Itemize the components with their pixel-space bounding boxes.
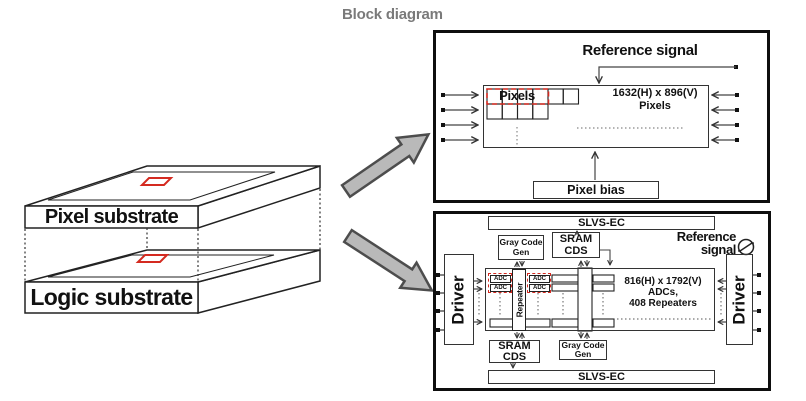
slvs-ec-top-box: SLVS-EC (488, 216, 715, 230)
reference-signal-label-bottom: Reference signal (666, 229, 737, 257)
repeater-label: Repeater (514, 282, 524, 318)
bottom-left-io-dots (436, 273, 444, 332)
top-right-input-arrows (712, 93, 739, 142)
adc-array-size-line2: ADCs, (647, 287, 678, 298)
gray-code-gen-top-line1: Gray Code (499, 237, 543, 247)
arrow-to-bottom-diagram-icon (342, 228, 435, 292)
adc-array-size-label: 816(H) x 1792(V) ADCs, 408 Repeaters (612, 276, 714, 309)
arrow-to-top-diagram-icon (340, 132, 431, 199)
gray-code-gen-bottom-box: Gray Code Gen (559, 340, 607, 360)
driver-right-box: Driver (726, 254, 753, 345)
adc-cell: ADC (490, 275, 511, 283)
adc-array-size-line3: 408 Repeaters (629, 298, 697, 309)
sram-cds-bottom-line1: SRAM (498, 339, 531, 352)
pixel-substrate-label: Pixel substrate (44, 205, 179, 228)
pixel-substrate-slab (24, 164, 321, 230)
adc-array-size-line1: 816(H) x 1792(V) (624, 276, 702, 287)
driver-right-label: Driver (729, 274, 749, 325)
sram-cds-top-box: SRAM CDS (552, 232, 600, 258)
adc-highlight-box-right (527, 273, 551, 293)
reference-signal-label-top: Reference signal (582, 42, 698, 59)
logic-substrate-label: Logic substrate (30, 284, 193, 310)
bottom-left-driver-arrows (474, 281, 482, 322)
slvs-ec-bottom-box: SLVS-EC (488, 370, 715, 384)
pixel-pad-icon (139, 177, 174, 186)
adc-cell: ADC (529, 275, 550, 283)
logic-substrate-slab (24, 249, 321, 314)
reference-signal-line1: Reference (676, 229, 737, 244)
reference-signal-line-top (599, 65, 738, 83)
vertical-connector-arrows (513, 231, 610, 368)
adc-cell: ADC (490, 284, 511, 292)
pixel-array-size-label: 1632(H) x 896(V) Pixels (598, 87, 712, 113)
pixel-array-box (483, 85, 709, 148)
sram-cds-top-line1: SRAM (559, 233, 593, 245)
pixel-substrate-block-diagram (433, 30, 770, 203)
page-title: Block diagram (342, 6, 443, 23)
reference-signal-line2: signal (700, 242, 737, 257)
top-array-ellipsis-dots (516, 127, 683, 145)
pixels-highlight-box (486, 88, 550, 105)
sram-cds-bottom-box: SRAM CDS (489, 340, 540, 363)
sram-cds-bottom-line2: CDS (502, 350, 527, 363)
driver-left-box: Driver (444, 254, 474, 345)
pixel-bias-box: Pixel bias (533, 181, 659, 199)
adc-cell: ADC (529, 284, 550, 292)
pixel-array-size-line1: 1632(H) x 896(V) (612, 87, 698, 99)
gray-code-gen-top-line2: Gen (512, 246, 530, 257)
gray-code-gen-bottom-line2: Gen (574, 349, 592, 359)
sram-cds-top-line2: CDS (564, 245, 588, 257)
pixel-array-size-line2: Pixels (639, 100, 671, 112)
adc-array-box (485, 268, 715, 331)
driver-left-label: Driver (449, 274, 469, 325)
bottom-right-driver-arrows (718, 281, 726, 322)
repeater-column-box: Repeater (512, 269, 526, 331)
gray-code-gen-bottom-line1: Gray Code (561, 340, 605, 350)
ramp-signal-icon (737, 238, 755, 256)
logic-substrate-block-diagram (433, 211, 771, 391)
bottom-right-io-dots (753, 273, 761, 332)
gray-code-gen-top-box: Gray Code Gen (498, 235, 544, 260)
pixels-label: Pixels (499, 88, 535, 103)
adc-highlight-box-left (488, 273, 512, 293)
stack-dotted-connectors (24, 189, 321, 281)
logic-pad-icon (135, 254, 170, 263)
top-left-input-arrows (441, 93, 478, 142)
